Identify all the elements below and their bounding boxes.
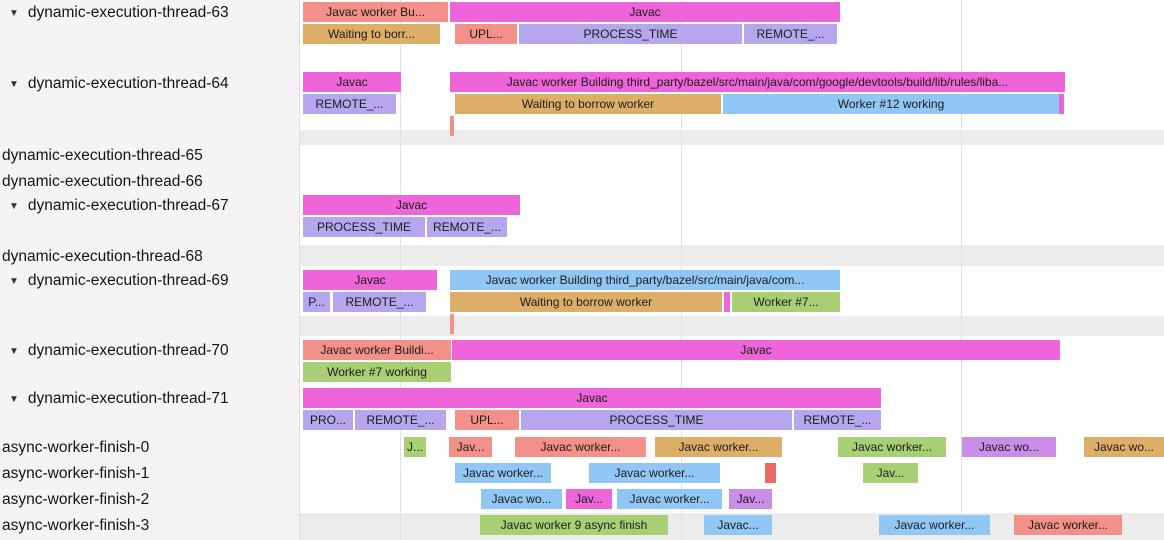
trace-event-bar[interactable] <box>765 463 776 483</box>
trace-event-bar[interactable]: Worker #12 working <box>723 94 1059 114</box>
thread-name-label: dynamic-execution-thread-63 <box>27 4 229 21</box>
trace-event-bar[interactable]: Javac wo... <box>1084 437 1164 457</box>
trace-event-bar[interactable]: REMOTE_... <box>427 217 507 237</box>
trace-event-bar[interactable]: Javac worker... <box>838 437 946 457</box>
trace-event-bar[interactable]: PROCESS_TIME <box>303 217 425 237</box>
trace-event-bar[interactable]: Jav... <box>449 437 492 457</box>
trace-event-bar[interactable]: Javac <box>452 340 1060 360</box>
trace-event-bar[interactable]: Javac worker Bu... <box>303 2 448 22</box>
thread-row-header: dynamic-execution-thread-65 <box>0 146 203 166</box>
trace-event-bar[interactable]: Javac worker Building third_party/bazel/… <box>450 270 840 290</box>
row-background-band <box>300 245 1164 266</box>
thread-row-header: async-worker-finish-2 <box>0 490 149 510</box>
trace-event-bar[interactable] <box>1059 94 1064 114</box>
thread-name-label: dynamic-execution-thread-66 <box>2 173 203 190</box>
trace-event-bar[interactable]: Javac <box>303 388 881 408</box>
thread-list: ▼ dynamic-execution-thread-63 ▼ dynamic-exe… <box>0 0 300 540</box>
trace-event-bar[interactable]: Javac wo... <box>962 437 1056 457</box>
trace-event-bar[interactable]: Javac worker... <box>617 489 722 509</box>
trace-event-bar[interactable]: Javac <box>303 270 437 290</box>
trace-event-bar[interactable]: Jav... <box>863 463 918 483</box>
thread-row-header: async-worker-finish-3 <box>0 516 149 536</box>
trace-event-bar[interactable]: Javac... <box>704 515 772 535</box>
thread-name-label: dynamic-execution-thread-69 <box>27 272 229 289</box>
trace-event-bar[interactable]: REMOTE_... <box>355 410 446 430</box>
trace-event-bar[interactable]: REMOTE_... <box>303 94 396 114</box>
trace-event-bar[interactable]: Javac worker... <box>589 463 720 483</box>
row-background-band <box>300 130 1164 145</box>
trace-event-bar[interactable]: UPL... <box>455 24 517 44</box>
trace-event-bar[interactable]: Jav... <box>729 489 772 509</box>
thread-name-label: dynamic-execution-thread-64 <box>27 75 229 92</box>
trace-event-bar[interactable] <box>450 314 454 334</box>
expand-triangle-icon: ▼ <box>9 78 19 90</box>
trace-event-bar[interactable]: Worker #7 working <box>303 362 451 382</box>
trace-event-bar[interactable]: Worker #7... <box>732 292 840 312</box>
thread-name-label: dynamic-execution-thread-70 <box>27 342 229 359</box>
thread-row-header[interactable]: ▼ dynamic-execution-thread-71 <box>0 389 229 409</box>
trace-event-bar[interactable]: P... <box>303 292 330 312</box>
thread-row-header[interactable]: ▼ dynamic-execution-thread-69 <box>0 271 229 291</box>
thread-name-label: async-worker-finish-0 <box>2 439 150 456</box>
trace-event-bar[interactable]: REMOTE_... <box>333 292 426 312</box>
trace-event-bar[interactable]: Jav... <box>566 489 612 509</box>
trace-event-bar[interactable]: Javac worker Buildi... <box>303 340 451 360</box>
trace-event-bar[interactable]: PROCESS_TIME <box>519 24 742 44</box>
trace-event-bar[interactable]: J... <box>404 437 426 457</box>
trace-event-bar[interactable]: Javac worker... <box>455 463 551 483</box>
thread-row-header: async-worker-finish-0 <box>0 438 149 458</box>
trace-event-bar[interactable]: Javac <box>303 72 401 92</box>
trace-event-bar[interactable]: Waiting to borr... <box>303 24 440 44</box>
trace-event-bar[interactable]: Javac <box>450 2 840 22</box>
expand-triangle-icon: ▼ <box>9 345 19 357</box>
thread-row-header[interactable]: ▼ dynamic-execution-thread-70 <box>0 341 229 361</box>
thread-row-header[interactable]: ▼ dynamic-execution-thread-67 <box>0 196 229 216</box>
thread-name-label: dynamic-execution-thread-68 <box>2 248 203 265</box>
trace-event-bar[interactable] <box>724 292 730 312</box>
thread-row-header: async-worker-finish-1 <box>0 464 149 484</box>
thread-row-header[interactable]: ▼ dynamic-execution-thread-63 <box>0 3 229 23</box>
expand-triangle-icon: ▼ <box>9 393 19 405</box>
expand-triangle-icon: ▼ <box>9 7 19 19</box>
thread-name-label: dynamic-execution-thread-71 <box>27 390 229 407</box>
trace-event-bar[interactable]: Waiting to borrow worker <box>450 292 722 312</box>
trace-event-bar[interactable] <box>450 116 454 136</box>
trace-event-bar[interactable]: REMOTE_... <box>794 410 881 430</box>
trace-event-bar[interactable]: PRO... <box>303 410 353 430</box>
thread-row-header: dynamic-execution-thread-66 <box>0 172 203 192</box>
trace-event-bar[interactable]: UPL... <box>455 410 519 430</box>
trace-event-bar[interactable]: Javac worker... <box>655 437 782 457</box>
trace-event-bar[interactable]: Javac worker... <box>515 437 646 457</box>
trace-event-bar[interactable]: Javac wo... <box>481 489 562 509</box>
row-background-band <box>300 316 1164 336</box>
expand-triangle-icon: ▼ <box>9 200 19 212</box>
thread-name-label: dynamic-execution-thread-65 <box>2 147 203 164</box>
trace-event-bar[interactable]: Javac worker Building third_party/bazel/… <box>450 72 1065 92</box>
trace-event-bar[interactable]: REMOTE_... <box>744 24 837 44</box>
thread-row-header: dynamic-execution-thread-68 <box>0 247 203 267</box>
time-gridline <box>961 0 962 540</box>
thread-name-label: async-worker-finish-3 <box>2 517 150 534</box>
expand-triangle-icon: ▼ <box>9 275 19 287</box>
trace-event-bar[interactable]: Javac worker 9 async finish <box>480 515 668 535</box>
trace-event-bar[interactable]: Javac worker... <box>879 515 990 535</box>
thread-name-label: async-worker-finish-1 <box>2 465 150 482</box>
trace-event-bar[interactable]: Javac worker... <box>1014 515 1122 535</box>
trace-event-bar[interactable]: PROCESS_TIME <box>521 410 792 430</box>
thread-row-header[interactable]: ▼ dynamic-execution-thread-64 <box>0 74 229 94</box>
trace-event-bar[interactable]: Javac <box>303 195 520 215</box>
thread-name-label: dynamic-execution-thread-67 <box>27 197 229 214</box>
thread-name-label: async-worker-finish-2 <box>2 491 150 508</box>
trace-event-bar[interactable]: Waiting to borrow worker <box>455 94 721 114</box>
